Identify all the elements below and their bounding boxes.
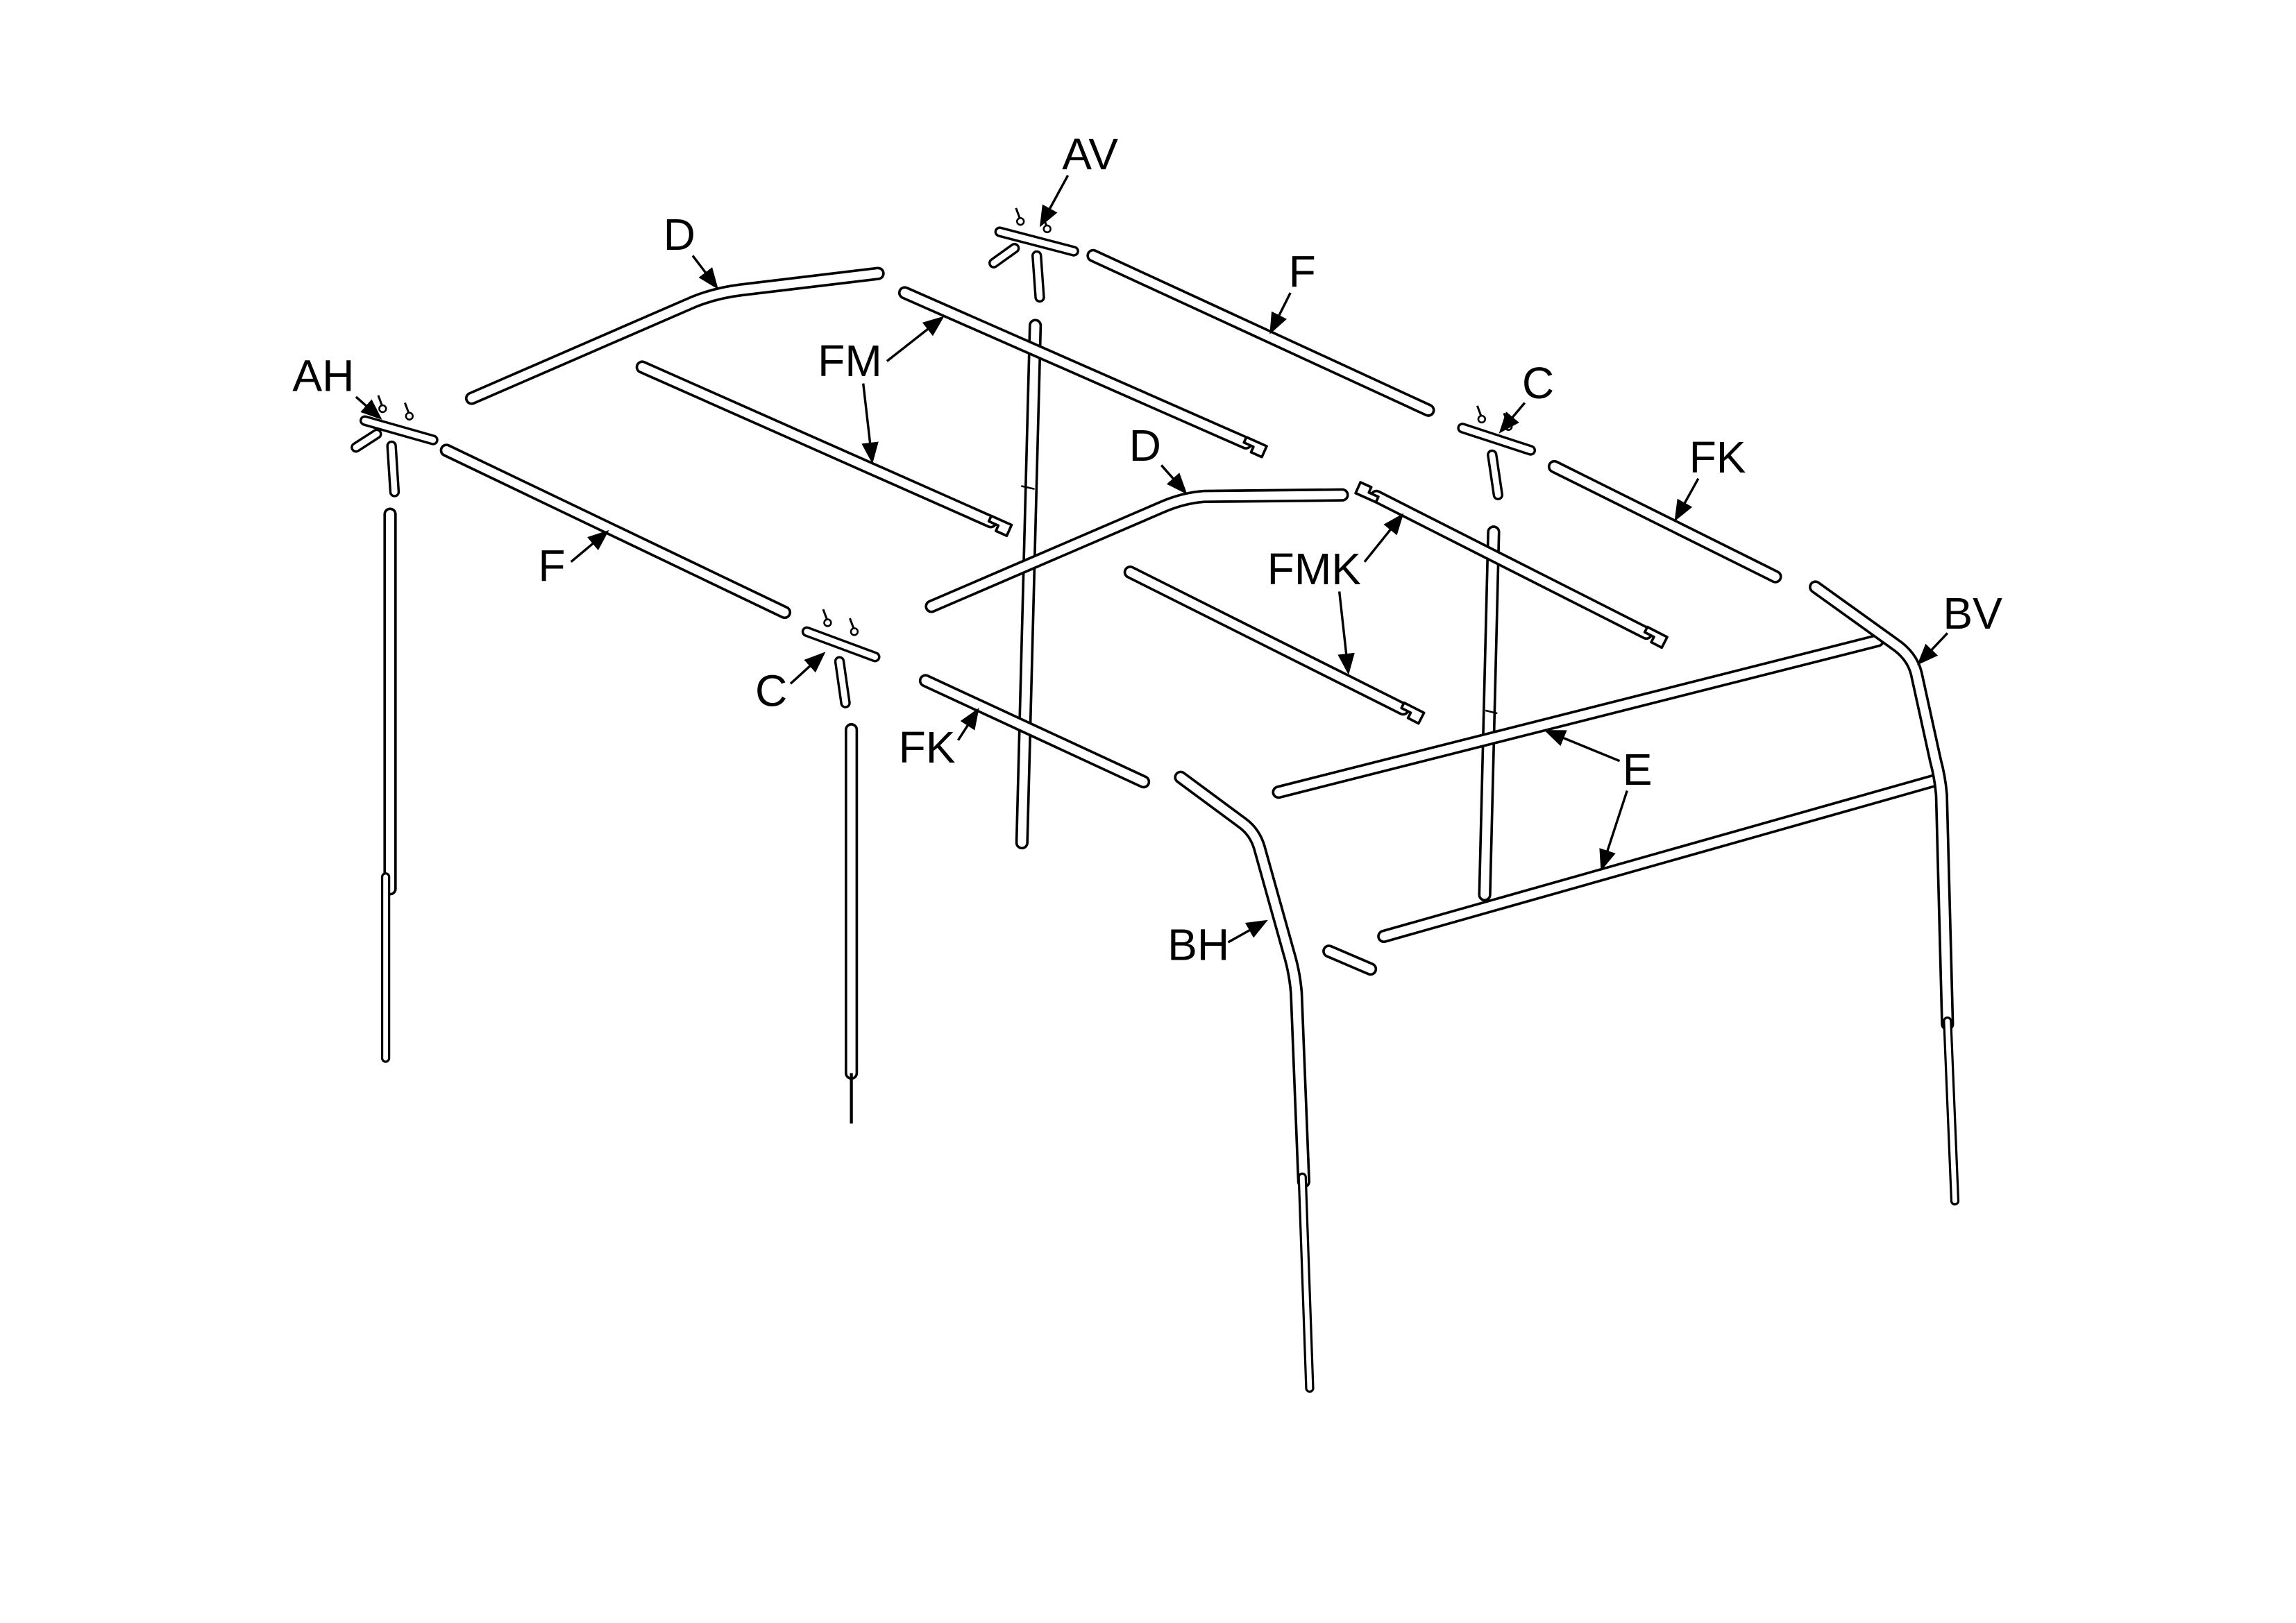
leader-line-fk	[1674, 477, 1700, 522]
part-label-f: F	[1289, 246, 1316, 296]
rail-stub	[1329, 951, 1371, 969]
part-label-bv: BV	[1943, 588, 2002, 638]
wing-bolt-icon	[848, 617, 859, 636]
wing-bolt-icon	[403, 401, 414, 421]
pole-center-rear	[1021, 325, 1035, 842]
part-label-c: C	[1522, 358, 1554, 408]
leader-line-d	[691, 255, 718, 290]
part-label-d: D	[1129, 420, 1161, 470]
leader-line-ah	[355, 396, 382, 420]
part-label-fmk: FMK	[1267, 544, 1361, 594]
leader-line-f	[1269, 292, 1292, 334]
front-rail-e-1	[1278, 640, 1877, 792]
part-label-f: F	[538, 541, 565, 590]
rafter-pole-fmk-1	[1376, 496, 1646, 633]
part-label-d: D	[664, 210, 695, 260]
leader-line-fmk	[1363, 513, 1404, 563]
leader-line-bv	[1917, 632, 1949, 665]
leader-line-bh	[1227, 919, 1268, 944]
wing-bolt-icon	[1476, 405, 1487, 424]
leader-line-e	[1544, 730, 1621, 763]
leader-line-f	[570, 529, 609, 563]
pole-joint-mark	[1485, 709, 1498, 715]
connector-ah	[356, 394, 433, 492]
roof-pole-f-left	[446, 450, 784, 612]
leader-line-av	[1039, 174, 1070, 228]
leader-line-fm	[886, 316, 945, 362]
pole-center-front	[1485, 532, 1497, 895]
part-label-fk: FK	[1689, 432, 1746, 482]
rafter-pole-fm-1	[905, 293, 1246, 443]
front-rail-e-2	[1384, 781, 1936, 937]
connector-c-right	[1462, 405, 1530, 495]
part-label-av: AV	[1062, 129, 1118, 179]
part-label-c: C	[755, 665, 787, 715]
roof-pole-f-rear-right	[1093, 255, 1428, 410]
leader-line-fk	[957, 707, 979, 741]
connector-av	[994, 207, 1074, 298]
part-label-fm: FM	[818, 336, 882, 386]
connector-c-left	[807, 608, 875, 703]
rafter-pole-fm-2	[642, 367, 990, 522]
pole-joint-mark	[1021, 485, 1035, 490]
side-rail-fk-left	[925, 681, 1143, 782]
leg-bv-front-right	[1816, 587, 1955, 1201]
part-label-ah: AH	[292, 350, 354, 400]
wing-bolt-icon	[822, 608, 832, 627]
leader-line-c	[789, 652, 826, 685]
leg-bh-front-left	[1181, 777, 1310, 1388]
part-label-fk: FK	[899, 722, 956, 772]
side-rail-fk-right	[1555, 467, 1775, 577]
part-label-bh: BH	[1167, 920, 1229, 970]
labels-layer: AV D F FM AH C FK D FMK BV F C FK E BH	[292, 129, 2002, 970]
leader-line-fm	[861, 383, 879, 464]
leader-line-c	[1499, 402, 1526, 434]
leader-line-e	[1599, 790, 1628, 872]
leader-line-d	[1160, 464, 1188, 495]
pole-corner-rear-left	[386, 514, 390, 1058]
part-label-e: E	[1623, 745, 1653, 794]
wing-bolt-icon	[1015, 207, 1025, 226]
leader-line-fmk	[1337, 591, 1355, 675]
wing-bolt-icon	[377, 394, 387, 414]
